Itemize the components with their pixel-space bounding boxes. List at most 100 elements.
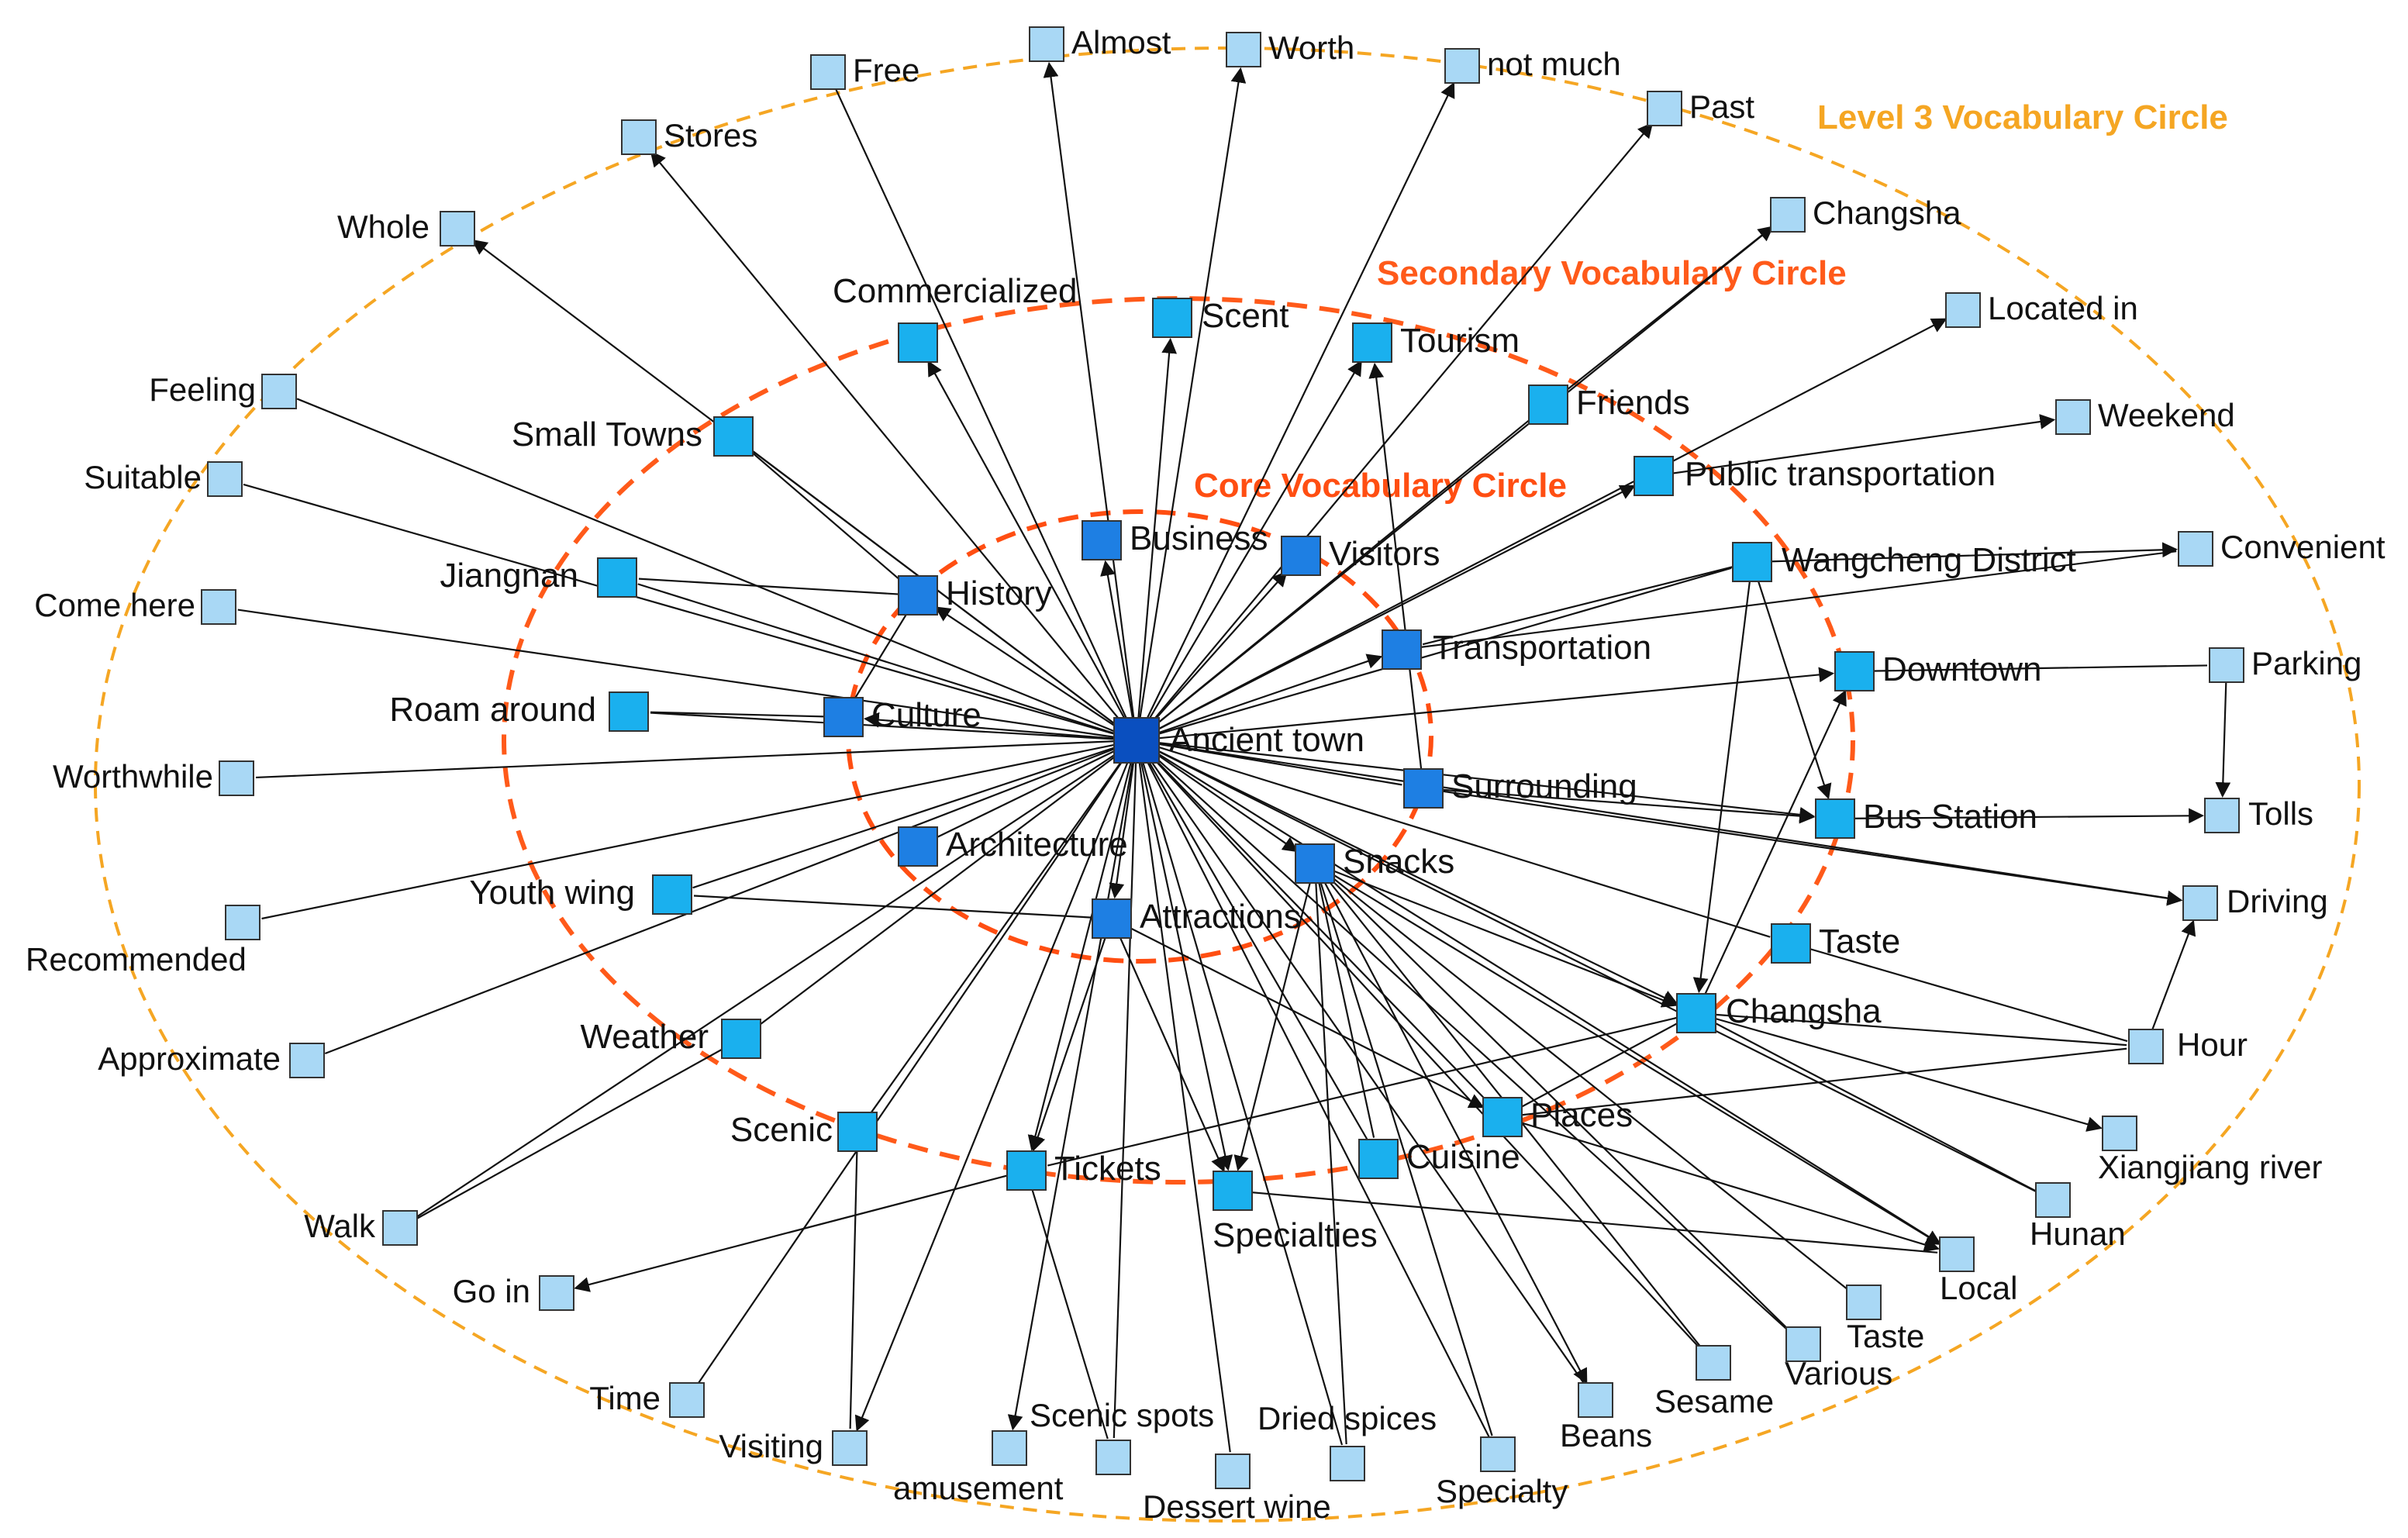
node-square — [1815, 798, 1855, 839]
node-label: Dried spices — [1257, 1400, 1437, 1436]
node-square — [1480, 1436, 1516, 1472]
edge-ancient_town-to-scenic_spots — [1113, 740, 1138, 1439]
edge-places-to-local — [1502, 1116, 1940, 1253]
edge-surrounding-to-driving — [1423, 787, 2183, 906]
edge-ancient_town-to-various — [1136, 740, 1790, 1333]
node-label: History — [946, 574, 1052, 612]
node-square — [2182, 885, 2218, 921]
node-label: Specialties — [1213, 1216, 1378, 1254]
node-walk: Walk — [304, 1208, 418, 1246]
edge-ancient_town-to-come_here — [237, 609, 1137, 742]
edge-snacks-to-local — [1314, 863, 1942, 1246]
edge-ancient_town-to-located_in — [1136, 318, 1947, 741]
node-square — [2204, 798, 2240, 833]
edge-ancient_town-to-past — [1136, 122, 1654, 741]
node-square — [1382, 629, 1422, 670]
node-square — [810, 54, 846, 90]
edge-bus_station-to-tolls — [1834, 808, 2204, 824]
node-label: Places — [1530, 1096, 1633, 1134]
node-located-in: Located in — [1945, 290, 2138, 328]
edge-ancient_town-to-approximate — [324, 739, 1137, 1055]
node-square — [1785, 1326, 1821, 1362]
node-small-towns: Small Towns — [512, 416, 754, 457]
edge-surrounding-to-tourism — [1368, 362, 1425, 789]
node-label: Worth — [1268, 29, 1354, 66]
node-label: Specialty — [1436, 1473, 1568, 1509]
node-square — [2128, 1029, 2164, 1064]
edge-places-to-hour — [1502, 1047, 2127, 1119]
node-label: Wangcheng District — [1782, 541, 2076, 579]
edge-ancient_town-to-history — [934, 606, 1137, 741]
node-label: not much — [1487, 46, 1621, 82]
edge-snacks-to-changsha_center — [1314, 862, 1678, 1008]
edge-history-to-small_towns — [749, 450, 919, 596]
edge-public_transportation-to-weekend — [1653, 414, 2056, 478]
edge-changsha_center-to-tickets — [1047, 1012, 1697, 1167]
edge-ancient_town-to-walk — [416, 740, 1137, 1219]
edge-ancient_town-to-not_much — [1136, 81, 1455, 741]
node-label: Cuisine — [1406, 1138, 1520, 1176]
node-surrounding: Surrounding — [1403, 767, 1637, 809]
edge-attractions-to-tickets — [1030, 918, 1113, 1152]
node-changsha-center: Changsha — [1676, 992, 1882, 1033]
node-label: Hour — [2177, 1026, 2248, 1063]
node-square — [1152, 298, 1192, 338]
node-stores: Stores — [621, 117, 757, 155]
node-square — [440, 211, 475, 247]
edge-ancient_town-to-almost — [1043, 61, 1138, 741]
node-label: Suitable — [84, 459, 202, 495]
node-square — [1482, 1097, 1523, 1137]
edge-ancient_town-to-dessert_wine — [1135, 740, 1231, 1453]
node-label: Sesame — [1654, 1383, 1774, 1419]
node-history: History — [898, 574, 1052, 616]
node-commercialized: Commercialized — [833, 272, 1077, 363]
node-various: Various — [1785, 1326, 1892, 1391]
node-label: Located in — [1988, 290, 2138, 326]
edge-snacks-to-beans — [1314, 863, 1588, 1385]
edge-ancient_town-to-driving — [1136, 739, 2183, 906]
edge-ancient_town-to-taste_mid — [1136, 739, 1771, 938]
edge-downtown-to-parking — [1854, 664, 2208, 673]
node-label: Bus Station — [1863, 798, 2037, 836]
node-label: Visitors — [1329, 535, 1440, 573]
node-label: Visiting — [719, 1428, 823, 1464]
edge-tickets-to-go_in — [574, 1169, 1027, 1292]
node-friends: Friends — [1528, 384, 1690, 425]
node-label: Culture — [871, 696, 981, 734]
edge-friends-to-changsha_top — [1547, 226, 1774, 405]
edge-changsha_center-to-downtown — [1696, 689, 1847, 1014]
edge-parking-to-tolls — [2215, 664, 2231, 798]
node-square — [1330, 1446, 1365, 1481]
edge-ancient_town-to-business — [1100, 560, 1138, 741]
node-label: Ancient town — [1169, 721, 1364, 759]
node-specialty: Specialty — [1436, 1436, 1568, 1509]
node-amusement: amusement — [893, 1430, 1064, 1506]
edge-wangcheng-to-convenient — [1751, 542, 2178, 564]
node-square — [261, 374, 297, 409]
node-suitable: Suitable — [84, 459, 243, 497]
edge-ancient_town-to-amusement — [1007, 740, 1138, 1431]
node-architecture: Architecture — [898, 826, 1128, 867]
node-label: Approximate — [98, 1040, 281, 1077]
edge-wangcheng-to-changsha_center — [1692, 561, 1754, 994]
node-weekend: Weekend — [2055, 397, 2235, 435]
node-scent: Scent — [1152, 297, 1289, 338]
node-square — [1215, 1454, 1251, 1489]
node-label: Recommended — [26, 941, 247, 978]
node-square — [898, 322, 938, 363]
node-free: Free — [810, 52, 919, 90]
node-label: Feeling — [149, 371, 256, 408]
node-jiangnan: Jiangnan — [440, 557, 637, 598]
edge-ancient_town-to-dried_spices — [1135, 740, 1344, 1446]
edge-changsha_center-to-xiangjiang — [1696, 1012, 2103, 1132]
node-square — [2102, 1116, 2137, 1151]
edge-ancient_town-to-jiangnan — [637, 583, 1137, 742]
node-square — [1006, 1150, 1047, 1191]
node-label: Walk — [304, 1208, 376, 1244]
node-square — [823, 697, 864, 737]
edge-ancient_town-to-weather — [757, 740, 1137, 1027]
node-label: Weekend — [2098, 397, 2235, 433]
edge-snacks-to-specialty — [1313, 863, 1493, 1436]
node-label: Free — [853, 52, 919, 88]
node-square — [669, 1382, 705, 1418]
